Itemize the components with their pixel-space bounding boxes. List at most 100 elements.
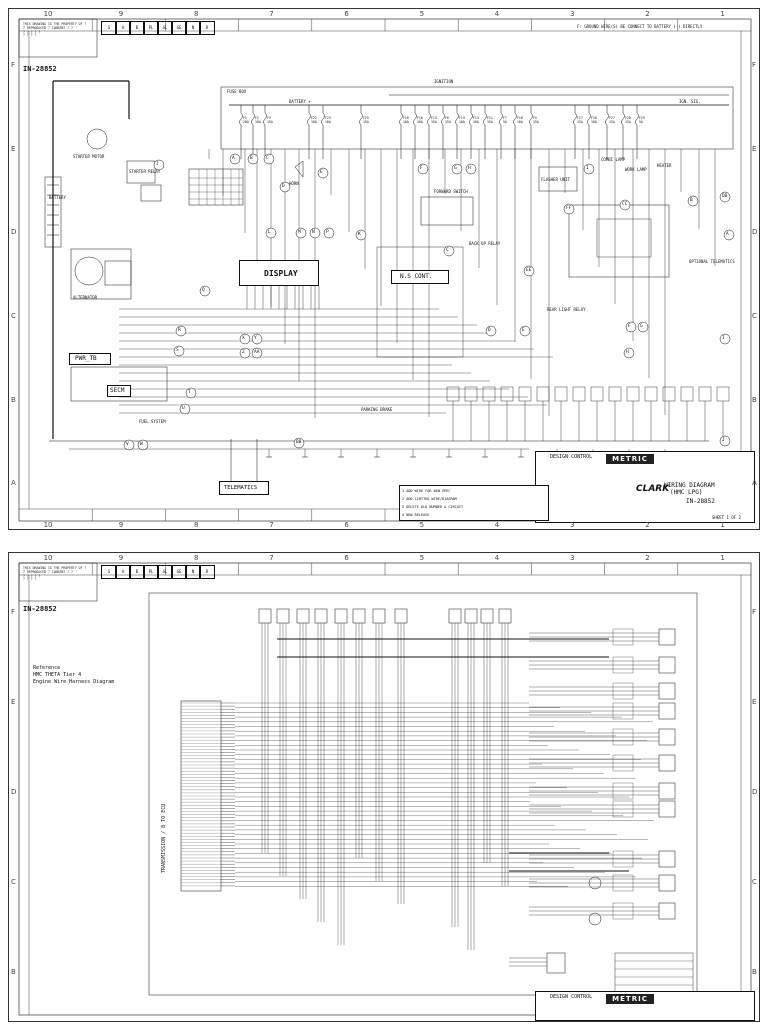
- revision-row: 1 ADD WIRE FOR NEW SPEC: [402, 489, 451, 493]
- row-letter: D: [752, 228, 758, 237]
- fuse-id: F22: [311, 116, 317, 120]
- fuse-id: F14: [459, 116, 465, 120]
- row-letter: F: [11, 608, 16, 616]
- column-number: 6: [344, 554, 349, 562]
- telematics-label: TELEMATICS: [224, 485, 258, 491]
- revision-letter: B: [129, 565, 145, 579]
- connector-circle: [229, 153, 241, 165]
- connector-circle: [637, 321, 649, 333]
- column-number: 4: [494, 521, 500, 529]
- column-number: 7: [269, 10, 274, 18]
- column-number: 6: [344, 521, 349, 529]
- column-number: 4: [494, 554, 500, 562]
- fuse-box-label: FUSE BOX: [227, 89, 247, 94]
- column-number: 1: [720, 521, 725, 529]
- connector-id: H: [468, 166, 471, 171]
- column-number: 2: [645, 554, 650, 562]
- revision-row: 4 NEW RELEASE: [402, 513, 430, 517]
- connector-id: J: [722, 438, 725, 443]
- pwr-tb-box: PWR_TB: [69, 353, 111, 365]
- row-letter: E: [11, 144, 16, 153]
- fuse-rating: 5A: [639, 120, 643, 124]
- column-number: 5: [419, 10, 425, 18]
- column-number: 3: [570, 521, 575, 529]
- connector-circle: [239, 347, 251, 359]
- connector-circle: [137, 439, 149, 451]
- connector-circle: [523, 265, 535, 277]
- sheet-number: SHEET 1 OF 2: [712, 515, 741, 520]
- connector-circle: [583, 163, 595, 175]
- revision-row: 2 ADD LIMITED WIRE/DIAGRAM: [402, 497, 457, 501]
- connector-id: J: [156, 162, 159, 167]
- revision-letter: B: [129, 21, 145, 35]
- column-number: 3: [570, 554, 575, 562]
- connector-circle: [619, 199, 631, 211]
- connector-id: X: [242, 336, 245, 341]
- connector-id: S: [176, 348, 179, 353]
- connector-id: M: [298, 230, 301, 235]
- engine-harness-schematic: [18, 562, 752, 1016]
- row-letter: C: [11, 311, 16, 320]
- connector-id: FF: [566, 206, 572, 211]
- rear-light-relay-label: REAR LIGHT RELAY: [547, 307, 586, 312]
- revision-letter: GL: [157, 565, 173, 579]
- column-number: 9: [118, 554, 124, 562]
- revision-letter: A: [115, 21, 131, 35]
- revision-letter: A: [115, 565, 131, 579]
- confidential-note-2: THIS DRAWING IS THE PROPERTY OF ?? REPRO…: [23, 566, 87, 582]
- connector-id: K: [358, 232, 361, 237]
- connector-id: P: [326, 230, 329, 235]
- fuse-rating: 10A: [255, 120, 261, 124]
- revision-letter: R: [199, 565, 215, 579]
- column-number: 10: [43, 554, 53, 562]
- connector-id: EE: [526, 268, 532, 273]
- connector-id: C: [446, 248, 449, 253]
- connector-circle: [173, 345, 185, 357]
- connector-circle: [355, 229, 367, 241]
- connector-circle: [623, 347, 635, 359]
- title-line-2: (HMC LPG): [670, 489, 703, 496]
- column-number: 8: [194, 554, 199, 562]
- ground-note: F: GROUND WIRE(S) BE CONNECT TO BATTERY …: [577, 24, 703, 29]
- pwr-tb-label: PWR_TB: [75, 355, 97, 362]
- fuse-rating: 15A: [533, 120, 539, 124]
- row-letter: E: [752, 144, 757, 153]
- column-number: 10: [43, 10, 53, 18]
- fuse-rating: 10A: [517, 120, 523, 124]
- row-letter: B: [752, 395, 757, 404]
- revision-table: 1 ADD WIRE FOR NEW SPEC 2 ADD LIMITED WIR…: [399, 485, 549, 521]
- connector-id: I: [586, 166, 589, 171]
- connector-circle: [443, 245, 455, 257]
- fuse-rating: 10A: [473, 120, 479, 124]
- column-number: 8: [194, 10, 199, 18]
- fuse-rating: 5A: [503, 120, 507, 124]
- fuse-id: F15: [431, 116, 437, 120]
- connector-circle: [247, 153, 259, 165]
- connector-id: F: [628, 324, 631, 329]
- connector-id: G: [454, 166, 457, 171]
- connector-circle: [485, 325, 497, 337]
- fuse-id: F27: [609, 116, 615, 120]
- row-letter: F: [752, 60, 757, 69]
- revision-letter: PL: [143, 21, 159, 35]
- fuse-id: F17: [577, 116, 583, 120]
- optional-telematics-label: OPTIONAL TELEMATICS: [689, 259, 735, 264]
- row-letter: C: [752, 311, 757, 320]
- starter-relay-label: STARTER RELAY: [129, 169, 161, 174]
- parking-brake-label: PARKING BRAKE: [361, 407, 393, 412]
- connector-circle: [251, 333, 263, 345]
- design-control-label: DESIGN CONTROL: [550, 454, 593, 460]
- connector-id: AA: [254, 350, 260, 355]
- column-number: 8: [194, 521, 199, 529]
- row-letter: B: [11, 395, 16, 404]
- row-letter: D: [11, 228, 17, 237]
- fuse-id: F11: [487, 116, 493, 120]
- revision-letter: N: [185, 565, 201, 579]
- fuse-rating: 10A: [417, 120, 423, 124]
- connector-circle: [263, 153, 275, 165]
- drawing-number-tag: IN-28852: [23, 65, 57, 73]
- fuse-id: F2: [255, 116, 259, 120]
- flasher-label: FLASHER UNIT: [541, 177, 570, 182]
- connector-circle: [323, 227, 335, 239]
- row-letter: C: [752, 878, 757, 886]
